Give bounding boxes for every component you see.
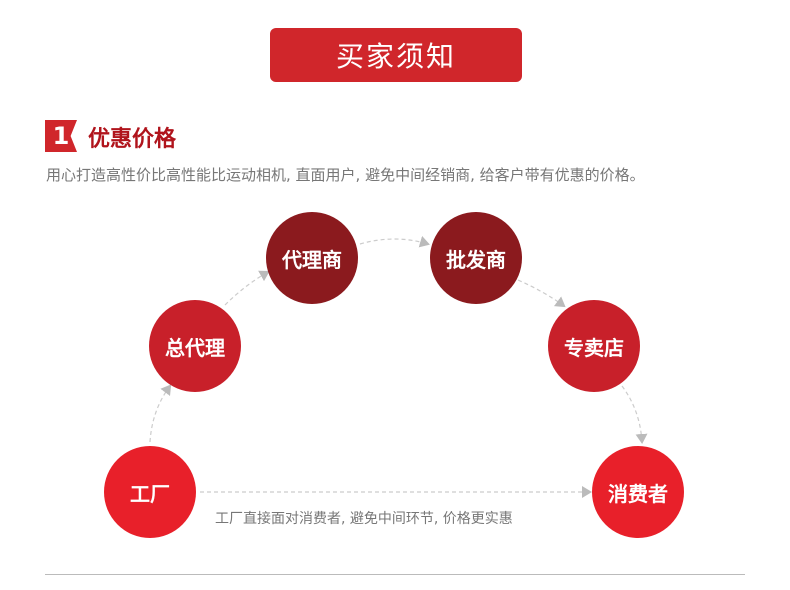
node-agent: 代理商 bbox=[266, 212, 358, 304]
title-banner: 买家须知 bbox=[270, 28, 522, 82]
section-description: 用心打造高性价比高性能比运动相机, 直面用户, 避免中间经销商, 给客户带有优惠… bbox=[46, 166, 645, 184]
section-title: 优惠价格 bbox=[88, 127, 177, 152]
node-wholesaler: 批发商 bbox=[430, 212, 522, 304]
node-store: 专卖店 bbox=[548, 300, 640, 392]
divider bbox=[45, 574, 745, 575]
arrow-wholesaler-to-store bbox=[517, 279, 566, 308]
node-general-agent: 总代理 bbox=[149, 300, 241, 392]
arrow-factory-to-general bbox=[149, 384, 172, 443]
arrow-agent-to-wholesaler bbox=[359, 235, 430, 248]
arrow-general-to-agent bbox=[224, 270, 270, 306]
node-consumer: 消费者 bbox=[592, 446, 684, 538]
node-factory: 工厂 bbox=[104, 446, 196, 538]
arrow-store-to-consumer bbox=[621, 385, 648, 444]
direct-note: 工厂直接面对消费者, 避免中间环节, 价格更实惠 bbox=[215, 511, 513, 527]
